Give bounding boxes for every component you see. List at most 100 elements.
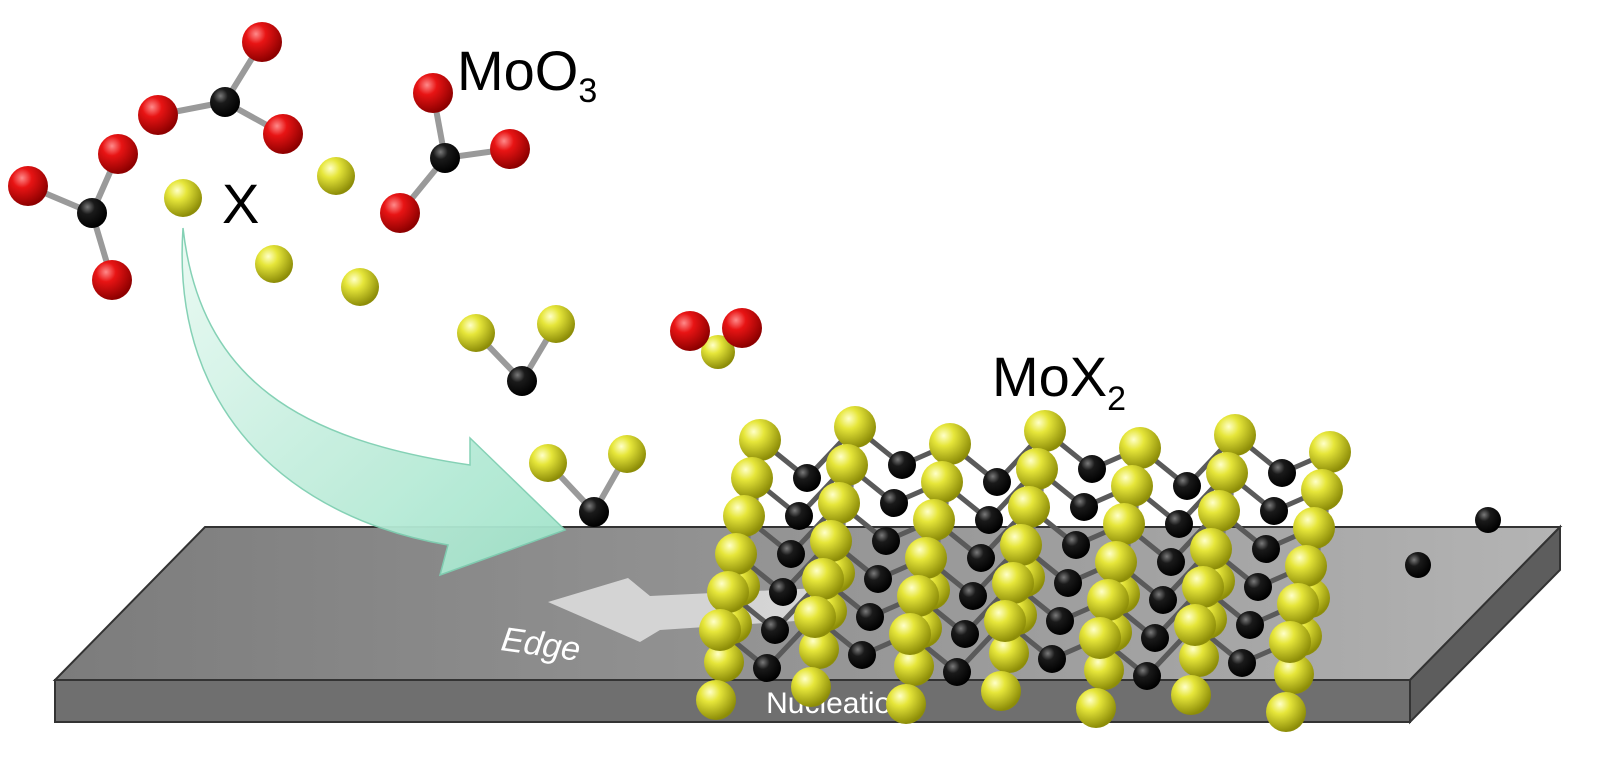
molybdenum-atom xyxy=(430,143,460,173)
chalcogen-atom xyxy=(810,520,852,562)
molybdenum-atom xyxy=(1141,624,1169,652)
molybdenum-atom xyxy=(1260,497,1288,525)
nucleation-label: Nucleation xyxy=(766,687,908,720)
chalcogen-atom xyxy=(992,562,1034,604)
molybdenum-atom xyxy=(856,603,884,631)
oxygen-atom xyxy=(380,193,420,233)
molybdenum-atom xyxy=(210,87,240,117)
chalcogen-atom xyxy=(1079,617,1121,659)
chalcogen-atom xyxy=(1000,524,1042,566)
chalcogen-atom xyxy=(799,629,839,669)
chalcogen-atom xyxy=(1277,583,1319,625)
chalcogen-atom xyxy=(1274,654,1314,694)
chalcogen-atom xyxy=(1171,675,1211,715)
molybdenum-atom xyxy=(769,578,797,606)
molybdenum-atom xyxy=(967,544,995,572)
chalcogen-atom xyxy=(981,671,1021,711)
chalcogen-atom xyxy=(913,499,955,541)
molybdenum-atom xyxy=(880,489,908,517)
chalcogen-atom xyxy=(1190,528,1232,570)
molybdenum-atom xyxy=(872,527,900,555)
chalcogen-atom xyxy=(802,558,844,600)
chalcogen-atom xyxy=(889,613,931,655)
free-atoms xyxy=(8,22,762,527)
molybdenum-atom xyxy=(777,540,805,568)
molybdenum-atom xyxy=(1070,493,1098,521)
oxygen-atom xyxy=(138,95,178,135)
chalcogen-atom xyxy=(317,157,355,195)
molybdenum-atom xyxy=(753,654,781,682)
chalcogen-atom xyxy=(1309,431,1351,473)
chalcogen-atom xyxy=(1084,650,1124,690)
molybdenum-atom xyxy=(983,468,1011,496)
edge-arrow xyxy=(548,578,840,642)
chalcogen-atom xyxy=(1076,688,1116,728)
molybdenum-atom xyxy=(1165,510,1193,538)
molybdenum-atom xyxy=(1149,586,1177,614)
chalcogen-atom xyxy=(1174,604,1216,646)
molybdenum-atom xyxy=(507,366,537,396)
chalcogen-atom xyxy=(1095,541,1137,583)
chalcogen-atom xyxy=(164,179,202,217)
chalcogen-atom xyxy=(1024,410,1066,452)
molybdenum-atom xyxy=(1268,459,1296,487)
chalcogen-atom xyxy=(989,633,1029,673)
chalcogen-atom xyxy=(1266,692,1306,732)
chalcogen-atom xyxy=(834,406,876,448)
chalcogen-atom xyxy=(894,646,934,686)
molybdenum-atom xyxy=(1173,472,1201,500)
chalcogen-atom xyxy=(984,600,1026,642)
mox2-lattice xyxy=(696,406,1501,732)
chalcogen-atom xyxy=(529,444,567,482)
molybdenum-atom xyxy=(761,616,789,644)
chalcogen-atom xyxy=(704,642,744,682)
substrate-side-face xyxy=(1409,524,1561,725)
molybdenum-atom xyxy=(1038,645,1066,673)
chalcogen-atom xyxy=(1119,427,1161,469)
chalcogen-atom xyxy=(707,571,749,613)
oxygen-atom xyxy=(670,311,710,351)
chalcogen-atom xyxy=(255,245,293,283)
oxygen-atom xyxy=(263,114,303,154)
chalcogen-atom xyxy=(929,423,971,465)
chalcogen-atom xyxy=(1008,486,1050,528)
chalcogen-atom xyxy=(1301,469,1343,511)
molybdenum-atom xyxy=(1046,607,1074,635)
chalcogen-atom xyxy=(794,596,836,638)
chalcogen-atom xyxy=(1214,414,1256,456)
chalcogen-atom xyxy=(1198,490,1240,532)
mox2-label: MoX2 xyxy=(992,345,1126,418)
chalcogen-atom xyxy=(537,305,575,343)
chalcogen-atom xyxy=(1111,465,1153,507)
molybdenum-atom xyxy=(1405,552,1431,578)
moo3-label: MoO3 xyxy=(457,39,597,110)
chalcogen-atom xyxy=(791,667,831,707)
molybdenum-atom xyxy=(1228,649,1256,677)
diffusion-arrow xyxy=(181,227,567,577)
x-label: X xyxy=(222,172,259,235)
oxygen-atom xyxy=(722,308,762,348)
chalcogen-atom xyxy=(1285,545,1327,587)
oxygen-atom xyxy=(242,22,282,62)
chalcogen-atom xyxy=(1103,503,1145,545)
molybdenum-atom xyxy=(864,565,892,593)
molybdenum-atom xyxy=(1244,573,1272,601)
molybdenum-atom xyxy=(1157,548,1185,576)
molybdenum-atom xyxy=(943,658,971,686)
chalcogen-atom xyxy=(1179,637,1219,677)
chalcogen-atom xyxy=(1269,621,1311,663)
chalcogen-atom xyxy=(897,575,939,617)
chalcogen-atom xyxy=(1087,579,1129,621)
chalcogen-atom xyxy=(818,482,860,524)
molybdenum-atom xyxy=(848,641,876,669)
chalcogen-atom xyxy=(886,684,926,724)
molybdenum-atom xyxy=(1133,662,1161,690)
molybdenum-atom xyxy=(785,502,813,530)
molybdenum-atom xyxy=(1062,531,1090,559)
chalcogen-atom xyxy=(723,495,765,537)
molybdenum-atom xyxy=(1475,507,1501,533)
chalcogen-atom xyxy=(457,314,495,352)
chalcogen-atom xyxy=(826,444,868,486)
chalcogen-atom xyxy=(1182,566,1224,608)
molybdenum-atom xyxy=(1054,569,1082,597)
